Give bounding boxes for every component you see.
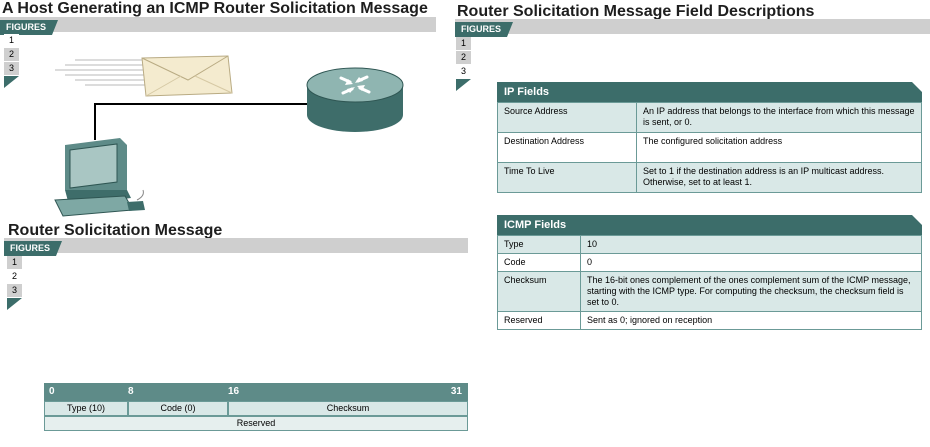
packet-format-diagram: 0 8 16 31 Type (10) Code (0) Checksum Re… [44, 383, 468, 431]
ip-field-desc: The configured solicitation address [636, 132, 922, 163]
icmp-field-desc: Sent as 0; ignored on reception [580, 311, 922, 330]
icmp-fields-table: ICMP Fields Type 10 Code 0 Checksum The … [497, 215, 922, 330]
figure-2-tab[interactable]: 2 [7, 270, 22, 284]
icmp-field-desc: 10 [580, 235, 922, 254]
ip-field-name: Time To Live [497, 162, 637, 193]
icmp-fields-heading: ICMP Fields [497, 215, 922, 235]
figure-1-tab[interactable]: 1 [4, 34, 19, 48]
figures-tab: FIGURES [0, 20, 59, 35]
page-title: A Host Generating an ICMP Router Solicit… [2, 0, 428, 17]
packet-field-code: Code (0) [128, 401, 228, 416]
figure-2-tab[interactable]: 2 [456, 51, 471, 65]
motion-lines [55, 59, 145, 86]
router-icon [306, 67, 404, 132]
figure-selector-end [456, 79, 471, 91]
figures-bar-2: FIGURES [4, 238, 468, 256]
bit-marker-16: 16 [228, 386, 240, 397]
ip-field-name: Destination Address [497, 132, 637, 163]
icmp-field-desc: The 16-bit ones complement of the ones c… [580, 271, 922, 312]
packet-field-checksum: Checksum [228, 401, 468, 416]
network-cable [94, 103, 307, 140]
figure-3-tab[interactable]: 3 [456, 65, 471, 79]
figures-bar: FIGURES [0, 17, 436, 35]
ip-fields-heading: IP Fields [497, 82, 922, 102]
ip-field-desc: Set to 1 if the destination address is a… [636, 162, 922, 193]
icmp-field-name: Checksum [497, 271, 581, 312]
figure-selector-end [4, 76, 19, 88]
figure-1-tab[interactable]: 1 [456, 37, 471, 51]
figure-selector: 1 2 3 [4, 34, 19, 88]
ip-fields-table: IP Fields Source Address An IP address t… [497, 82, 922, 193]
icmp-field-name: Type [497, 235, 581, 254]
figure-selector-end [7, 298, 22, 310]
bit-marker-8: 8 [128, 386, 134, 397]
ip-field-name: Source Address [497, 102, 637, 133]
icmp-field-desc: 0 [580, 253, 922, 272]
packet-field-reserved: Reserved [44, 416, 468, 431]
figures-tab-3: FIGURES [455, 22, 514, 37]
network-illustration [54, 55, 404, 217]
host-computer-icon [54, 138, 145, 217]
section-title-field-descriptions: Router Solicitation Message Field Descri… [457, 3, 815, 20]
bit-ruler: 0 8 16 31 [44, 383, 468, 401]
figure-3-tab[interactable]: 3 [4, 62, 19, 76]
figure-3-tab[interactable]: 3 [7, 284, 22, 298]
figures-tab-2: FIGURES [4, 241, 63, 256]
envelope-icon [141, 55, 233, 97]
figure-2-tab[interactable]: 2 [4, 48, 19, 62]
figure-selector-2: 1 2 3 [7, 256, 22, 310]
figures-bar-3: FIGURES [455, 19, 930, 37]
bit-marker-0: 0 [49, 386, 55, 397]
section-title-router-solicitation: Router Solicitation Message [8, 222, 223, 239]
icmp-field-name: Reserved [497, 311, 581, 330]
figure-selector-3: 1 2 3 [456, 37, 471, 91]
packet-field-type: Type (10) [44, 401, 128, 416]
ip-field-desc: An IP address that belongs to the interf… [636, 102, 922, 133]
figure-1-tab[interactable]: 1 [7, 256, 22, 270]
icmp-field-name: Code [497, 253, 581, 272]
bit-marker-31: 31 [450, 386, 462, 397]
